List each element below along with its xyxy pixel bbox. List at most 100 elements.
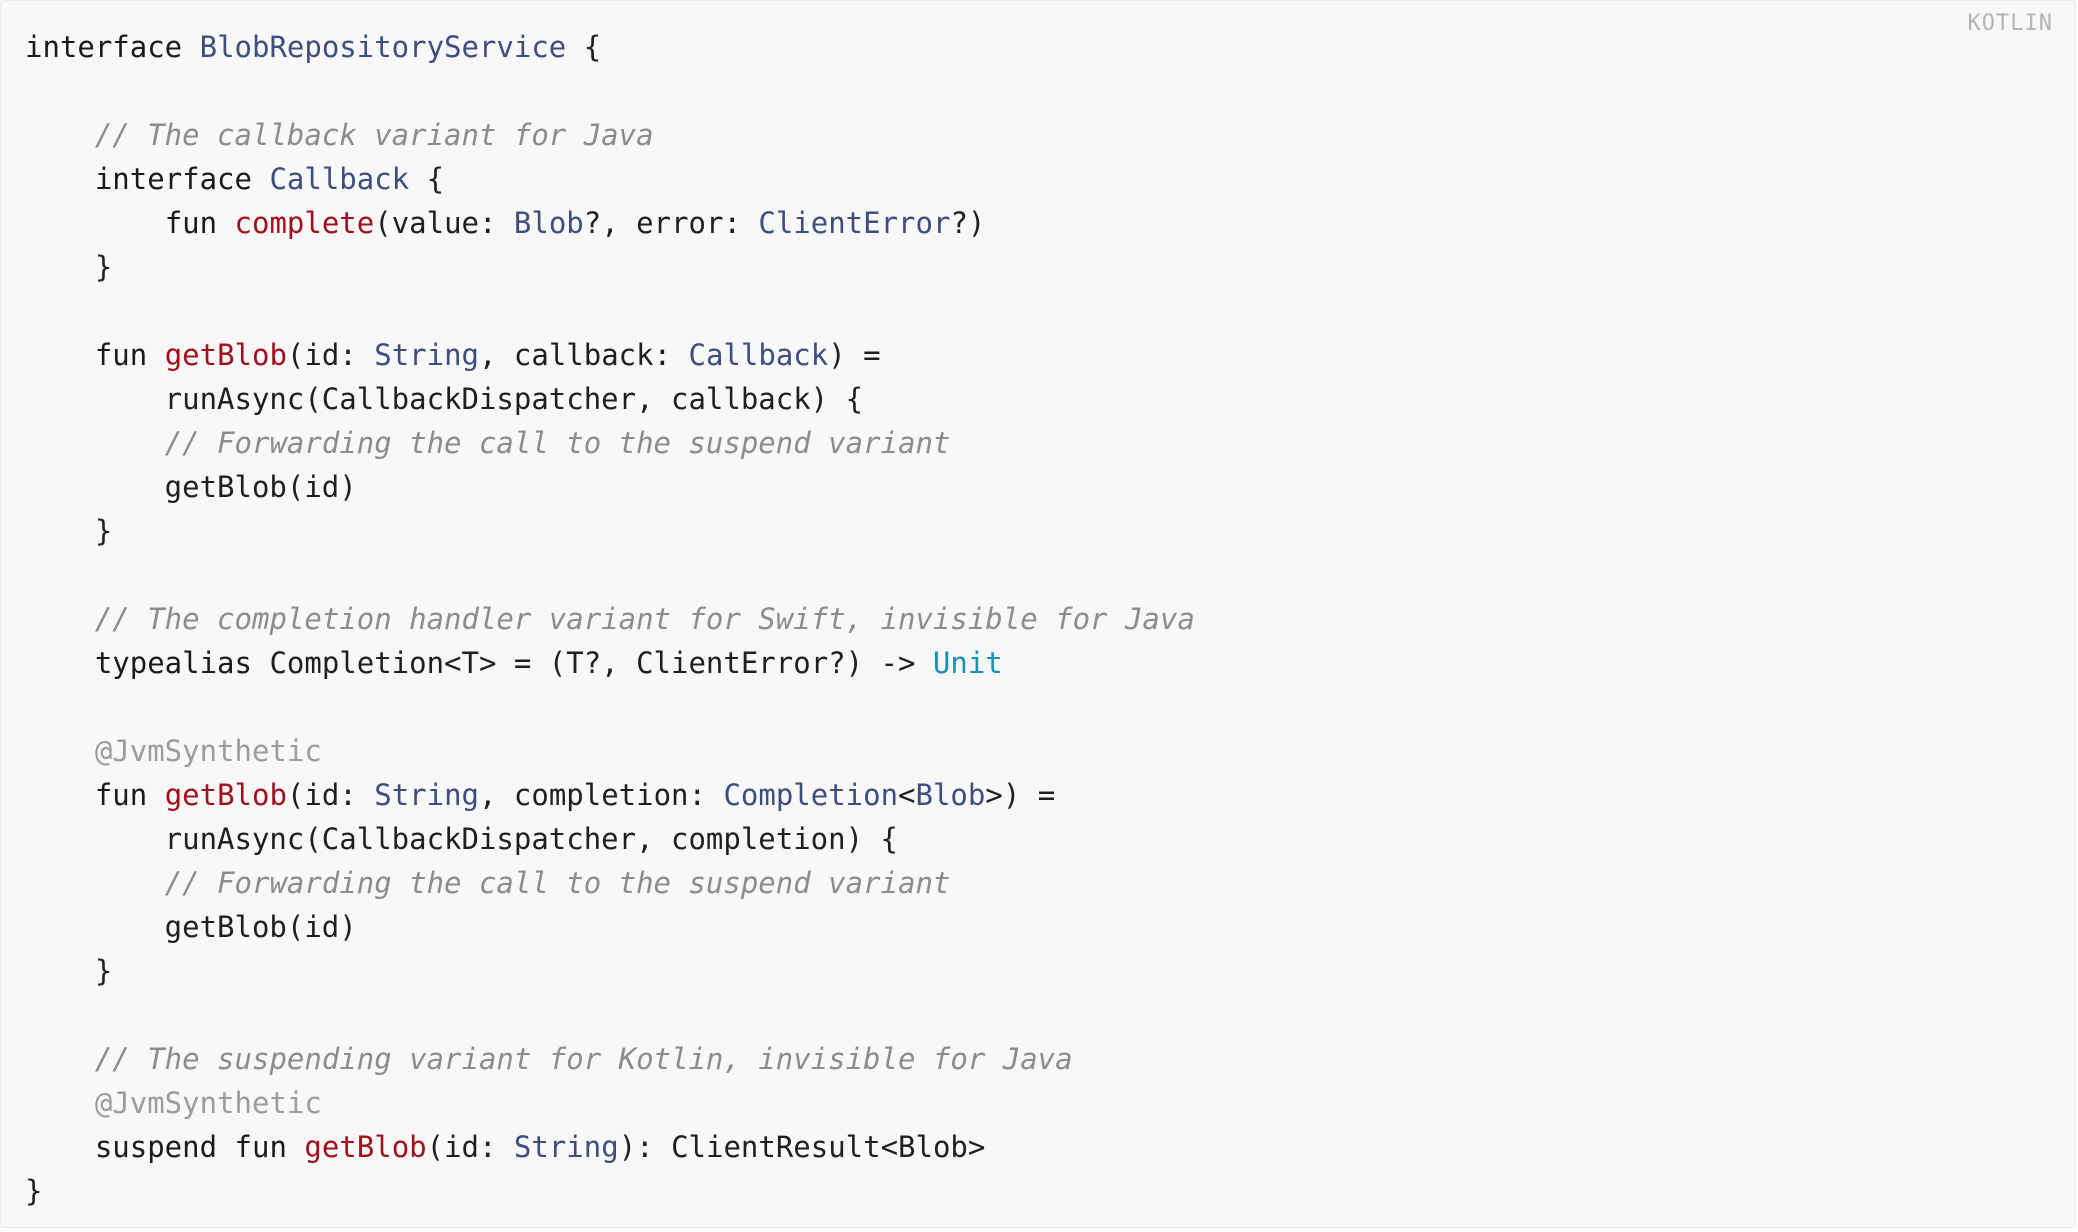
code-line: runAsync(CallbackDispatcher, callback) { [25,377,1195,421]
code-text: (value: [374,206,514,240]
code-keyword: suspend [94,1130,218,1164]
code-lines: interface BlobRepositoryService { // The… [25,25,1195,1213]
code-text [25,1086,95,1120]
code-text [147,778,164,812]
code-text [25,602,95,636]
code-builtin: Unit [932,646,1003,680]
code-text [25,866,165,900]
code-line: fun getBlob(id: String, completion: Comp… [25,773,1195,817]
code-type: String [513,1130,619,1164]
code-type: String [374,778,479,812]
code-text: (id: [286,338,375,372]
code-line [25,553,1195,597]
code-text [25,734,95,768]
code-line [25,993,1195,1037]
code-type: Callback [688,338,829,372]
code-line: interface Callback { [25,157,1195,201]
code-line: suspend fun getBlob(id: String): ClientR… [25,1125,1195,1169]
code-comment: // Forwarding the call to the suspend va… [164,426,951,460]
code-line: } [25,245,1195,289]
code-type: Completion [723,778,899,812]
code-comment: // The suspending variant for Kotlin, in… [94,1042,1073,1076]
code-line: // Forwarding the call to the suspend va… [25,421,1195,465]
code-text: Completion<T> = (T?, ClientError?) -> [251,646,933,680]
code-annotation: @JvmSynthetic [94,734,322,768]
code-type: String [374,338,479,372]
code-text: ?) [950,206,986,240]
code-line [25,289,1195,333]
language-label: KOTLIN [1967,11,2053,36]
code-text: >) = [985,778,1056,812]
code-line: getBlob(id) [25,905,1195,949]
code-text [217,206,234,240]
code-text: { [409,162,445,196]
code-line: // The callback variant for Java [25,113,1195,157]
code-keyword: fun [94,778,148,812]
code-text: ) = [828,338,881,372]
code-line [25,69,1195,113]
code-text: } [25,1174,43,1208]
code-text [25,646,95,680]
code-text: getBlob(id) [25,910,357,944]
code-text [252,162,269,196]
code-line: } [25,949,1195,993]
code-line: getBlob(id) [25,465,1195,509]
code-text [25,338,95,372]
code-function: getBlob [164,778,287,812]
code-keyword: interface [25,30,183,64]
code-line: fun getBlob(id: String, callback: Callba… [25,333,1195,377]
code-keyword: fun [164,206,218,240]
code-type: BlobRepositoryService [199,30,567,64]
code-text: getBlob(id) [25,470,357,504]
code-text [25,162,95,196]
code-text: runAsync(CallbackDispatcher, callback) { [25,382,864,416]
code-text: < [898,778,916,812]
code-function: complete [234,206,375,240]
code-line: @JvmSynthetic [25,1081,1195,1125]
code-text: } [25,954,113,988]
code-line: interface BlobRepositoryService { [25,25,1195,69]
code-comment: // The callback variant for Java [94,118,654,152]
code-comment: // The completion handler variant for Sw… [94,602,1195,636]
code-keyword: typealias [94,646,252,680]
code-line: } [25,509,1195,553]
code-text [25,1130,95,1164]
code-text: , callback: [479,338,689,372]
code-line: // The suspending variant for Kotlin, in… [25,1037,1195,1081]
code-line: fun complete(value: Blob?, error: Client… [25,201,1195,245]
code-comment: // Forwarding the call to the suspend va… [164,866,951,900]
code-function: getBlob [164,338,287,372]
code-keyword: fun [94,338,148,372]
code-type: Callback [269,162,410,196]
code-text [25,778,95,812]
code-type: Blob [915,778,986,812]
code-text: (id: [426,1130,514,1164]
code-line: runAsync(CallbackDispatcher, completion)… [25,817,1195,861]
code-line: } [25,1169,1195,1213]
code-text: , completion: [479,778,724,812]
code-type: ClientError [758,206,951,240]
code-text [25,426,165,460]
code-keyword: fun [234,1130,287,1164]
code-text: ): ClientResult<Blob> [618,1130,986,1164]
code-text [287,1130,304,1164]
code-text: } [25,250,113,284]
code-function: getBlob [304,1130,427,1164]
code-text [147,338,164,372]
code-annotation: @JvmSynthetic [94,1086,322,1120]
code-text: runAsync(CallbackDispatcher, completion)… [25,822,898,856]
code-text [25,118,95,152]
code-line: // The completion handler variant for Sw… [25,597,1195,641]
code-text [25,206,165,240]
code-text: ?, error: [583,206,759,240]
code-line [25,685,1195,729]
code-text: } [25,514,113,548]
code-line: typealias Completion<T> = (T?, ClientErr… [25,641,1195,685]
code-keyword: interface [94,162,252,196]
code-text [182,30,199,64]
code-line: // Forwarding the call to the suspend va… [25,861,1195,905]
code-line: @JvmSynthetic [25,729,1195,773]
code-text: (id: [286,778,375,812]
code-text [25,1042,95,1076]
